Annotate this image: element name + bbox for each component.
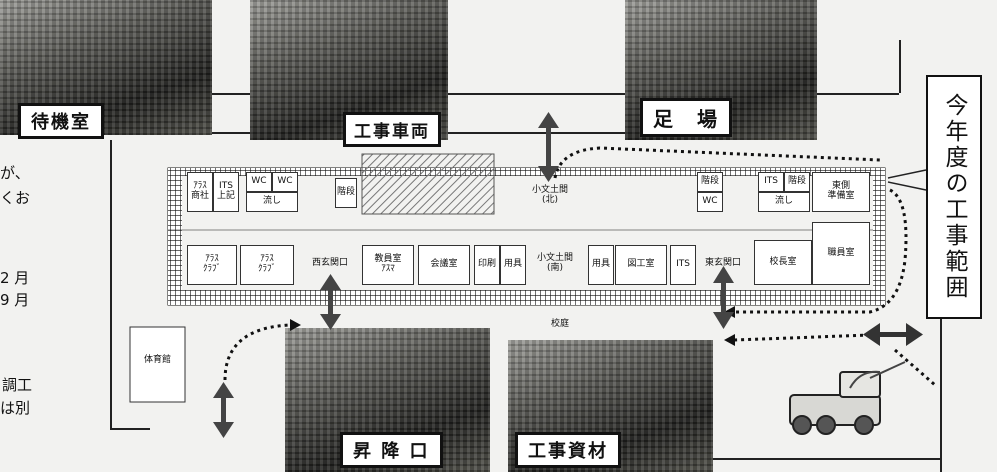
route-right-1 [735, 188, 908, 314]
arrow-vertical-west [320, 274, 341, 330]
side-text-3: 2 月 [0, 269, 30, 287]
room-stairs-right-1: 階段 [697, 172, 723, 192]
room-art: 図工室 [615, 245, 667, 285]
room-its-right: ITS [758, 172, 784, 192]
room-stairs-right-2: 階段 [784, 172, 810, 192]
room-west-entrance: 西玄関口 [311, 258, 348, 269]
corridor-band-right [873, 168, 885, 305]
room-prep-east: 東側 準備室 [812, 172, 870, 212]
route-right-2 [734, 333, 871, 342]
room-top-left-1: ｱﾗｽ 商社 [187, 172, 213, 212]
crane-sketch [849, 361, 906, 389]
side-text-5: 調工 [2, 376, 33, 394]
room-sink-left: 流し [246, 192, 298, 212]
road-line-top-right [817, 93, 899, 95]
road-line-top-left [212, 93, 250, 95]
room-top-left-2: ITS 上記 [213, 172, 239, 212]
room-meeting: 会議室 [418, 245, 470, 285]
room-staff: 職員室 [812, 222, 870, 285]
road-line-right [899, 40, 901, 93]
room-club-1: ｱﾗｽ ｸﾗﾌﾞ [187, 245, 237, 285]
room-its-bottom: ITS [670, 245, 696, 285]
courtyard-label: 校庭 [550, 319, 569, 330]
arrow-vertical-top [538, 112, 559, 182]
road-line-bottom [713, 458, 940, 460]
scope-label-box: 今年度の工事範囲 [926, 75, 982, 319]
arrow-horizontal-right [863, 323, 923, 346]
waiting-room-label: 待機室 [18, 103, 104, 139]
room-principal: 校長室 [754, 240, 812, 285]
route-left [223, 323, 291, 381]
arrow-vertical-left [213, 382, 234, 438]
truck-icon [789, 371, 881, 435]
road-line-second [448, 132, 625, 134]
site-boundary-right [940, 312, 942, 472]
vehicles-label: 工事車両 [343, 112, 441, 147]
outside-building [129, 326, 186, 403]
room-teachers: 教員室 ｱｽﾏ [362, 245, 414, 285]
materials-label: 工事資材 [515, 432, 621, 468]
room-wc-right: WC [697, 192, 723, 212]
side-text-1: が、 [0, 164, 30, 182]
corridor-band-bottom [168, 290, 885, 305]
side-text-6: は別 [0, 399, 31, 417]
room-wc-2: WC [272, 172, 298, 192]
route-right-3 [894, 348, 936, 387]
room-south-entrance: 小文土間 (南) [536, 253, 573, 273]
room-stairs-left: 階段 [335, 178, 357, 208]
corridor-band-left [168, 168, 182, 305]
site-boundary-left [110, 140, 112, 430]
hoist-label: 昇 降 口 [340, 432, 443, 468]
scaffold-label: 足 場 [640, 98, 732, 137]
scope-label: 今年度の工事範囲 [941, 93, 967, 301]
room-north-entrance: 小文土間 (北) [531, 185, 568, 205]
road-line-top [448, 93, 625, 95]
arrow-vertical-east [713, 266, 734, 329]
side-text-4: 9 月 [0, 291, 30, 309]
route-top [553, 146, 881, 179]
side-text-2: くお [0, 189, 31, 207]
room-print: 印刷 [474, 245, 500, 285]
gym-label: 体育館 [143, 355, 171, 366]
room-storage-1: 用具 [500, 245, 526, 285]
room-sink-right: 流し [758, 192, 810, 212]
room-east-entrance: 東玄関口 [704, 258, 741, 269]
room-storage-2: 用具 [588, 245, 614, 285]
road-line-second-left [212, 132, 250, 134]
room-club-2: ｱﾗｽ ｸﾗﾌﾞ [240, 245, 294, 285]
site-boundary-bottom [110, 428, 150, 430]
hatched-area [361, 153, 495, 215]
room-wc-1: WC [246, 172, 272, 192]
scope-callout [887, 169, 927, 191]
